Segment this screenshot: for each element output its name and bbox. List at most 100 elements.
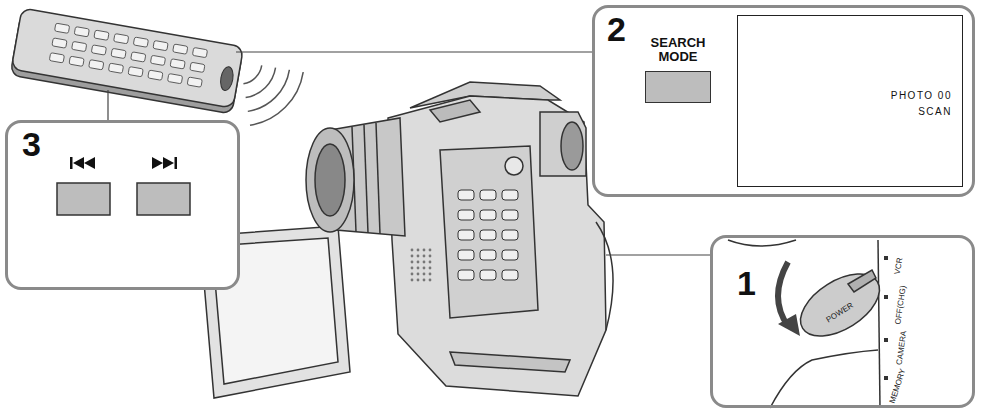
- remote-buttons: [69, 56, 84, 66]
- power-switch: [884, 256, 888, 260]
- skip-buttons: [152, 157, 163, 169]
- skip-buttons: [70, 157, 73, 169]
- power-switch: [770, 350, 878, 408]
- camcorder: [430, 100, 480, 122]
- skip-buttons: [57, 157, 190, 215]
- remote-buttons: [55, 23, 70, 33]
- signal-waves: [246, 68, 276, 98]
- speaker-grille: [429, 279, 432, 282]
- camcorder: [315, 144, 345, 216]
- callout-number: 2: [607, 12, 626, 46]
- speaker-grille: [411, 273, 414, 276]
- speaker-grille: [429, 261, 432, 264]
- speaker-grille: [411, 279, 414, 282]
- lcd-screen: PHOTO 00 SCAN: [737, 15, 963, 187]
- camera-buttons: [480, 190, 496, 200]
- callout-number: 3: [22, 127, 41, 161]
- remote-buttons: [190, 62, 205, 72]
- button-shape: [645, 71, 711, 103]
- camcorder: [540, 112, 586, 176]
- remote-buttons: [52, 38, 67, 48]
- power-switch: [848, 270, 876, 292]
- button-label: SEARCH MODE: [641, 36, 715, 65]
- remote-buttons: [114, 34, 129, 44]
- power-switch: [878, 240, 880, 408]
- skip-buttons: [57, 183, 110, 215]
- camcorder: [306, 128, 354, 232]
- speaker-grille: [423, 267, 426, 270]
- camera-buttons: [458, 190, 474, 200]
- remote-buttons: [128, 67, 143, 77]
- remote-buttons: [192, 47, 207, 57]
- camcorder: [596, 222, 613, 330]
- remote-buttons: [167, 73, 182, 83]
- speaker-grille: [429, 273, 432, 276]
- camera-buttons: [458, 210, 474, 220]
- leader-lines: [606, 254, 710, 255]
- remote-buttons: [89, 60, 104, 70]
- panel-grounds: [710, 235, 975, 408]
- screen-readout: PHOTO 00 SCAN: [867, 88, 952, 120]
- power-switch: [728, 240, 890, 408]
- camcorder: [561, 122, 583, 170]
- remote-buttons: [148, 70, 163, 80]
- power-switch: [778, 314, 800, 336]
- power-switch: [790, 261, 890, 348]
- power-switch: [884, 295, 888, 299]
- power-switch: [728, 240, 796, 246]
- remote-buttons: [187, 77, 202, 87]
- signal-waves: [243, 65, 303, 125]
- speaker-grille: [411, 249, 432, 282]
- camera-buttons: [502, 230, 518, 240]
- power-switch: [884, 338, 888, 342]
- callout-panel: 2SEARCH MODE PHOTO 00 SCAN: [592, 5, 975, 197]
- camera-buttons: [480, 250, 496, 260]
- camera-buttons: [480, 210, 496, 220]
- camera-buttons: [502, 190, 518, 200]
- remote-buttons: [49, 23, 207, 87]
- camcorder: [200, 82, 613, 398]
- remote-buttons: [131, 52, 146, 62]
- remote-control: [10, 8, 243, 114]
- remote-buttons: [74, 27, 89, 37]
- power-switch: [778, 262, 788, 326]
- camera-buttons: [505, 157, 523, 175]
- remote-buttons: [150, 55, 165, 65]
- search-mode-button: SEARCH MODE: [634, 36, 722, 105]
- remote-buttons: [91, 45, 106, 55]
- power-switch: [884, 376, 888, 380]
- remote-control: [219, 66, 235, 92]
- signal-waves: [243, 65, 261, 83]
- speaker-grille: [429, 249, 432, 252]
- speaker-grille: [411, 267, 414, 270]
- speaker-grille: [411, 255, 414, 258]
- camera-buttons: [502, 270, 518, 280]
- skip-buttons: [137, 183, 190, 215]
- remote-buttons: [173, 44, 188, 54]
- remote-buttons: [72, 41, 87, 51]
- speaker-grille: [411, 261, 414, 264]
- camera-buttons: [480, 270, 496, 280]
- camcorder: [450, 352, 570, 372]
- camera-buttons: [502, 210, 518, 220]
- remote-buttons: [49, 53, 64, 63]
- speaker-grille: [429, 267, 432, 270]
- callout-panel: 3: [5, 120, 240, 290]
- remote-buttons: [170, 59, 185, 69]
- speaker-grille: [417, 261, 420, 264]
- remote-buttons: [111, 48, 126, 58]
- speaker-grille: [417, 279, 420, 282]
- speaker-grille: [423, 279, 426, 282]
- leader-lines: [236, 51, 592, 52]
- speaker-grille: [423, 261, 426, 264]
- panel-grounds: [5, 5, 975, 408]
- camcorder: [440, 146, 538, 318]
- speaker-grille: [411, 249, 414, 252]
- speaker-grille: [423, 249, 426, 252]
- remote-buttons: [153, 40, 168, 50]
- speaker-grille: [417, 255, 420, 258]
- speaker-grille: [417, 249, 420, 252]
- speaker-grille: [429, 255, 432, 258]
- skip-buttons: [84, 157, 95, 169]
